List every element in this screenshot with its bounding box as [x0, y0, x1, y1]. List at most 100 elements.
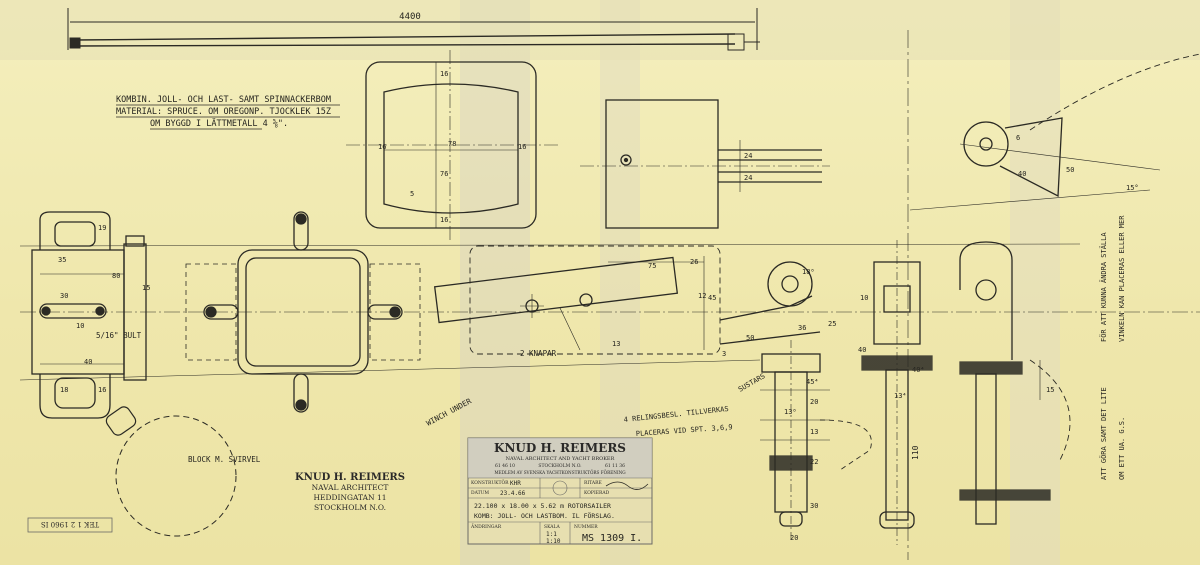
dim-404: 40⁴ — [912, 366, 925, 374]
dim-15c: 15° — [1126, 184, 1139, 192]
dim-26: 26 — [690, 258, 698, 266]
dim-16d: 16 — [440, 216, 448, 224]
fork-side-view — [580, 99, 830, 229]
dim-25: 25 — [828, 320, 836, 328]
dim-30b: 30 — [810, 502, 818, 510]
skala-label: SKALA — [544, 524, 561, 530]
dim-36: 36 — [798, 324, 806, 332]
dim-75: 75 — [648, 262, 656, 270]
margin-stamp-box — [27, 517, 113, 533]
title-line-1: 22.100 x 18.00 x 5.62 m ROTORSAILER — [474, 502, 611, 510]
title-member: MEDLEM AV SVENSKA YACHTKONSTRUKTÖRS FÖRE… — [494, 470, 626, 475]
placeras-label: PLACERAS VID SPT. 3,6,9 — [636, 423, 733, 438]
dim-24b: 24 — [744, 174, 752, 182]
title-phone2: 61 11 36 — [605, 463, 625, 469]
note-line-1: KOMBIN. JOLL- OCH LAST- SAMT SPINNACKERB… — [116, 95, 331, 105]
dim-3: 3 — [722, 350, 726, 358]
dim-13c: 13⁴ — [894, 392, 907, 400]
note-line-2: MATERIAL: SPRUCE. OM OREGONP. TJOCKLEK 1… — [116, 107, 331, 117]
title-block — [467, 437, 653, 545]
dim-45: 45 — [708, 294, 716, 302]
dim-13b: 13 — [810, 428, 818, 436]
dim-454: 45⁴ — [806, 378, 819, 386]
dim-16e: 16 — [98, 386, 106, 394]
boom-overall-view — [67, 8, 760, 51]
title-subtitle: NAVAL ARCHITECT AND YACHT BROKER — [506, 456, 615, 462]
sustars-label: SUSTARS — [737, 372, 767, 394]
dim-78: 78 — [448, 140, 456, 148]
konstruktor-label: KONSTRUKTÖR — [471, 479, 509, 486]
dim-24a: 24 — [744, 152, 752, 160]
dim-40b: 40 — [858, 346, 866, 354]
dim-20b: 20 — [790, 534, 798, 542]
stamp-city: STOCKHOLM N.O. — [314, 503, 386, 512]
dim-15: 15 — [142, 284, 150, 292]
dim-18b: 18⁰ — [802, 268, 815, 276]
margin-stamp: TEK 1 2 1960 IS — [41, 520, 99, 528]
dim-50: 50 — [746, 334, 754, 342]
datum-label: DATUM — [471, 490, 489, 496]
block-swivel-view — [105, 406, 237, 537]
dim-80: 80 — [112, 272, 120, 280]
dim-18: 18 — [60, 386, 68, 394]
dim-35: 35 — [58, 256, 66, 264]
title-city: STOCKHOLM N.O. — [538, 463, 582, 469]
title-firm: KNUD H. REIMERS — [494, 441, 626, 455]
konstruktor-value: KHR — [510, 480, 521, 487]
bolt-label: 5/16" BULT — [96, 331, 142, 340]
nummer-label: NUMMER — [574, 524, 598, 530]
plate-top-view — [346, 50, 560, 240]
stamp-name: KNUD H. REIMERS — [295, 472, 405, 483]
overall-length-dim: 4400 — [399, 12, 421, 22]
dim-16a: 16 — [378, 143, 386, 151]
stamp-street: HEDDINGATAN 11 — [313, 493, 386, 502]
nummer-value: MS 1309 I. — [582, 533, 642, 544]
dim-16b: 16 — [518, 143, 526, 151]
gooseneck-front-view — [861, 240, 933, 545]
ritare-label: RITARE — [584, 480, 602, 486]
mast-fitting-view — [907, 30, 1200, 560]
dim-10b: 10 — [860, 294, 868, 302]
block-label: BLOCK M. SVIRVEL — [188, 455, 261, 464]
dim-15b: 15 — [1046, 386, 1054, 394]
skala-value-1: 1:1 — [546, 531, 557, 538]
dim-12: 12 — [698, 292, 706, 300]
boom-edge-line — [19, 243, 1081, 247]
gooseneck-side-view — [719, 261, 872, 540]
side-note-3: ATT GÖRA SAMT DET LITE — [1099, 387, 1108, 480]
datum-value: 23.4.66 — [500, 490, 526, 497]
dim-6: 6 — [1016, 134, 1020, 142]
dim-40c: 40 — [1018, 170, 1026, 178]
side-note-2: VINKELN KAN PLACERAS ELLER MER — [1118, 215, 1126, 342]
dim-76: 76 — [440, 170, 448, 178]
note-line-3: OM BYGGD I LÄTTMETALL 4 ⅝". — [150, 118, 288, 129]
swivel-fitting-view — [31, 211, 147, 419]
knob-plate-view — [433, 245, 721, 355]
dim-30: 30 — [60, 292, 68, 300]
dim-19: 19 — [98, 224, 106, 232]
dim-13: 13 — [612, 340, 620, 348]
stamp-title: NAVAL ARCHITECT — [312, 483, 389, 492]
dim-5: 5 — [410, 190, 414, 198]
side-note-4: OM ETT UA. G.S. — [1118, 417, 1126, 480]
andringar-label: ÄNDRINGAR — [470, 523, 502, 530]
title-line-2: KOMB: JOLL- OCH LASTBOM. IL FÖRSLAG. — [474, 511, 615, 520]
shade-band — [0, 0, 1200, 60]
knapar-label: 2 KNAPAR — [520, 349, 557, 358]
note-underlines — [116, 104, 340, 130]
side-note-1: FÖR ATT KUNNA ÄNDRA STÄLLA — [1099, 232, 1108, 342]
dim-50b: 50 — [1066, 166, 1074, 174]
dim-13o: 13⁰ — [784, 408, 797, 416]
shade-band — [1010, 0, 1060, 565]
ritare-signature — [605, 481, 649, 490]
boom-edge-line — [19, 359, 761, 381]
title-phone1: 61 46 10 — [495, 463, 515, 469]
kopierad-label: KOPIERAD — [584, 490, 610, 496]
skala-value-2: 1:10 — [546, 538, 561, 545]
dim-10: 10 — [76, 322, 84, 330]
dim-16c: 16 — [440, 70, 448, 78]
dim-110: 110 — [911, 445, 920, 460]
dim-22: 22 — [810, 458, 818, 466]
